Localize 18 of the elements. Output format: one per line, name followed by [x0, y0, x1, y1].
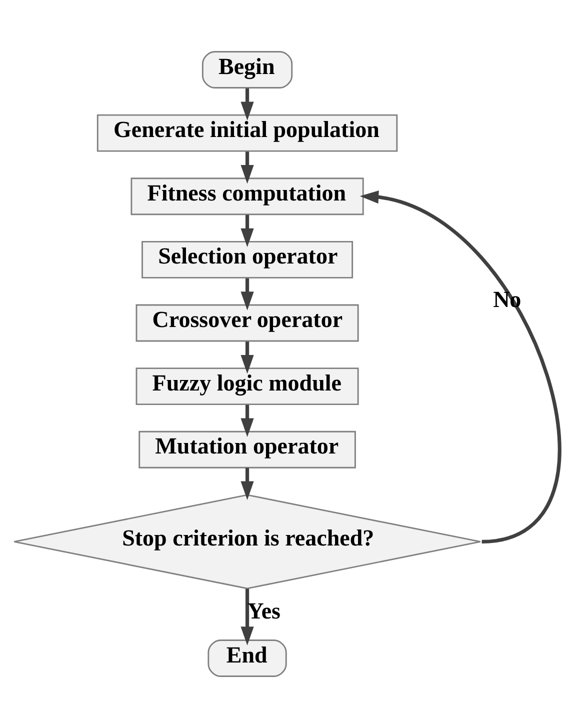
node-box: Fuzzy logic module — [136, 368, 359, 406]
arrow — [240, 152, 254, 184]
node-box: Mutation operator — [138, 430, 356, 468]
arrow — [240, 588, 254, 646]
arrow — [240, 214, 254, 248]
arrow — [240, 278, 254, 310]
node-box: End — [208, 640, 287, 677]
arrow — [360, 190, 562, 544]
node-box: Generate initial population — [96, 114, 398, 152]
arrow — [240, 404, 254, 438]
arrow — [240, 342, 254, 374]
node-box: Fitness computation — [130, 178, 364, 216]
node-box: Crossover operator — [136, 304, 359, 342]
node-diamond: Stop criterion is reached? — [13, 494, 482, 590]
node-box: Selection operator — [142, 240, 354, 278]
arrow — [240, 88, 254, 120]
arrow — [240, 468, 254, 500]
node-box: Begin — [202, 51, 293, 88]
